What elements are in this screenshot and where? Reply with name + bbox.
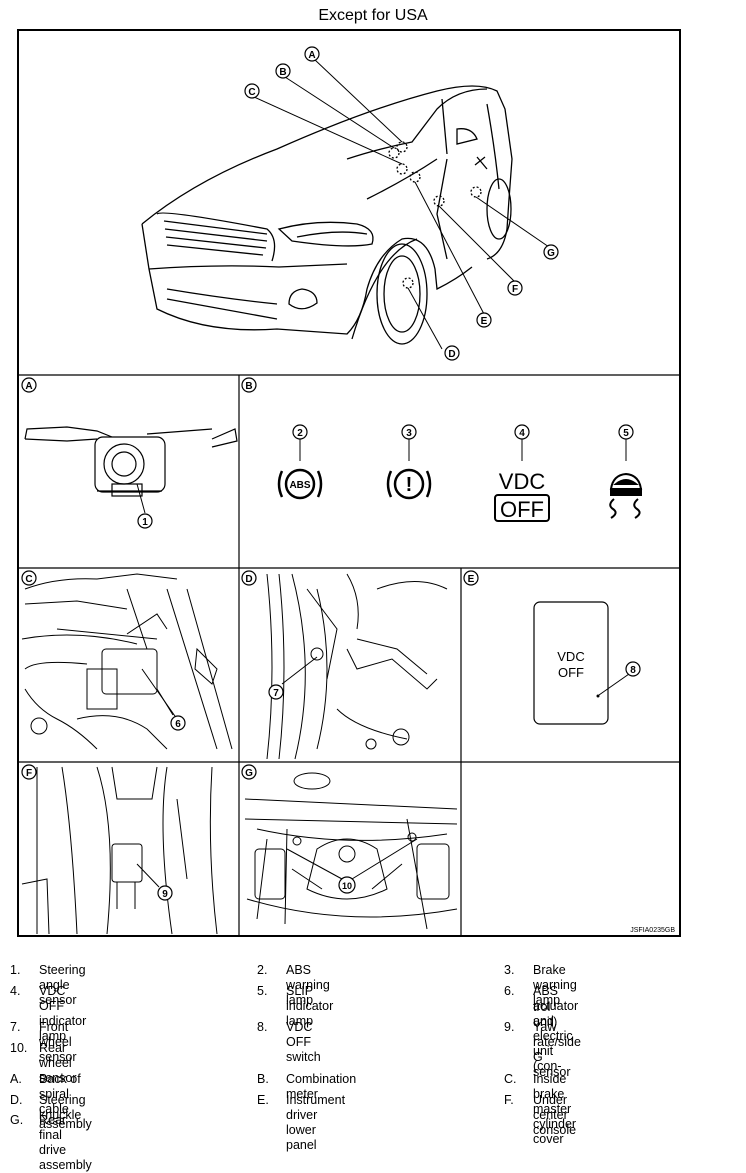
abs-warning-lamp-icon: ABS xyxy=(277,468,323,500)
legend-text: ABS warning lamp xyxy=(286,963,330,1007)
panel-label-F: F xyxy=(26,768,32,779)
legend-num: B. xyxy=(257,1072,269,1086)
legend-text: Steering angle sensor xyxy=(39,963,86,1007)
car-illustration xyxy=(141,85,513,345)
figure-code: JSFIA0235GB xyxy=(630,927,675,934)
legend-num: 9. xyxy=(504,1020,515,1034)
callout-D: D xyxy=(448,349,455,360)
legend-num: 10. xyxy=(10,1041,28,1055)
callout-A: A xyxy=(308,50,315,61)
legend-text: VDC OFF indicator lamp xyxy=(39,984,87,1043)
leader-lines xyxy=(253,58,550,350)
callout-2: 2 xyxy=(297,428,303,439)
panel-label-E: E xyxy=(468,574,475,585)
legend-text: Brake warning lamp xyxy=(533,963,577,1007)
panel-label-D: D xyxy=(245,574,252,585)
legend-num: 7. xyxy=(10,1020,21,1034)
legend-text: ABS actuator and electric unit (con- xyxy=(533,984,579,1073)
legend-num: 2. xyxy=(257,963,268,977)
panel-grid xyxy=(17,374,681,937)
callout-C: C xyxy=(248,87,255,98)
switch-line1: VDC xyxy=(557,649,584,664)
abs-actuator-illustration xyxy=(21,573,233,750)
yaw-rate-sensor-illustration xyxy=(21,766,218,935)
callout-F: F xyxy=(512,284,518,295)
legend-text: Yaw rate/side G sensor xyxy=(533,1020,581,1079)
svg-text:VDC: VDC xyxy=(499,469,546,494)
car-callouts: A B C D E F G xyxy=(244,46,559,361)
legend-text: VDC OFF switch xyxy=(286,1020,321,1064)
legend-text: SLIP indicator lamp xyxy=(286,984,334,1028)
vdc-off-indicator-lamp-icon: VDC OFF xyxy=(494,469,550,522)
meter-callouts: 2 3 4 5 xyxy=(292,424,634,440)
legend-text: trol unit) xyxy=(533,1000,558,1029)
legend-num: A. xyxy=(10,1072,22,1086)
legend-num: D. xyxy=(10,1093,23,1107)
front-wheel-sensor-illustration xyxy=(266,573,448,760)
svg-text:!: ! xyxy=(406,474,413,496)
diagram-frame xyxy=(17,29,681,937)
slip-indicator-lamp-icon xyxy=(609,472,643,519)
legend-num: 3. xyxy=(504,963,515,977)
legend-text: Combination meter xyxy=(286,1072,357,1101)
callout-10: 10 xyxy=(342,881,352,891)
spiral-cable-illustration xyxy=(24,426,238,497)
svg-text:OFF: OFF xyxy=(500,497,544,522)
legend-num: 8. xyxy=(257,1020,268,1034)
callout-6: 6 xyxy=(175,719,181,730)
diagram-svg: A B C D E F G A B C D E F G xyxy=(17,46,681,937)
panel-label-A: A xyxy=(25,381,32,392)
legend-num: 1. xyxy=(10,963,21,977)
callout-9: 9 xyxy=(162,889,168,900)
rear-wheel-sensor-illustration xyxy=(244,772,458,930)
legend-num: 5. xyxy=(257,984,268,998)
svg-text:ABS: ABS xyxy=(289,480,310,491)
panel-label-B: B xyxy=(245,381,252,392)
legend-num: 4. xyxy=(10,984,21,998)
legend-text: Rear final drive assembly xyxy=(39,1113,92,1172)
brake-warning-lamp-icon: ! xyxy=(386,468,432,500)
callout-B: B xyxy=(279,67,286,78)
callout-1: 1 xyxy=(142,517,148,528)
legend-num: F. xyxy=(504,1093,514,1107)
callout-3: 3 xyxy=(406,428,412,439)
legend-num: C. xyxy=(504,1072,517,1086)
legend-text: Steering knuckle xyxy=(39,1093,86,1122)
callout-5: 5 xyxy=(623,428,629,439)
switch-line2: OFF xyxy=(558,665,584,680)
legend-text: Front wheel sensor xyxy=(39,1020,77,1064)
callout-4: 4 xyxy=(519,428,525,439)
panel-labels: A B C D E F G xyxy=(21,377,479,780)
legend-text: Under center console xyxy=(533,1093,577,1137)
legend-text: Instrument driver lower panel xyxy=(286,1093,346,1152)
panel-label-G: G xyxy=(245,768,253,779)
legend-text: Rear wheel sensor xyxy=(39,1041,77,1085)
sensor-markers xyxy=(388,141,482,289)
callout-7: 7 xyxy=(273,688,279,699)
legend-num: E. xyxy=(257,1093,269,1107)
panel-label-C: C xyxy=(25,574,32,585)
vdc-off-switch xyxy=(533,601,609,725)
legend-text: Back of spiral cable assembly xyxy=(39,1072,92,1131)
legend-num: G. xyxy=(10,1113,24,1127)
callout-E: E xyxy=(481,316,488,327)
legend-num: 6. xyxy=(504,984,515,998)
callout-G: G xyxy=(547,248,555,259)
callout-8: 8 xyxy=(630,665,636,676)
diagram-title: Except for USA xyxy=(318,7,428,24)
